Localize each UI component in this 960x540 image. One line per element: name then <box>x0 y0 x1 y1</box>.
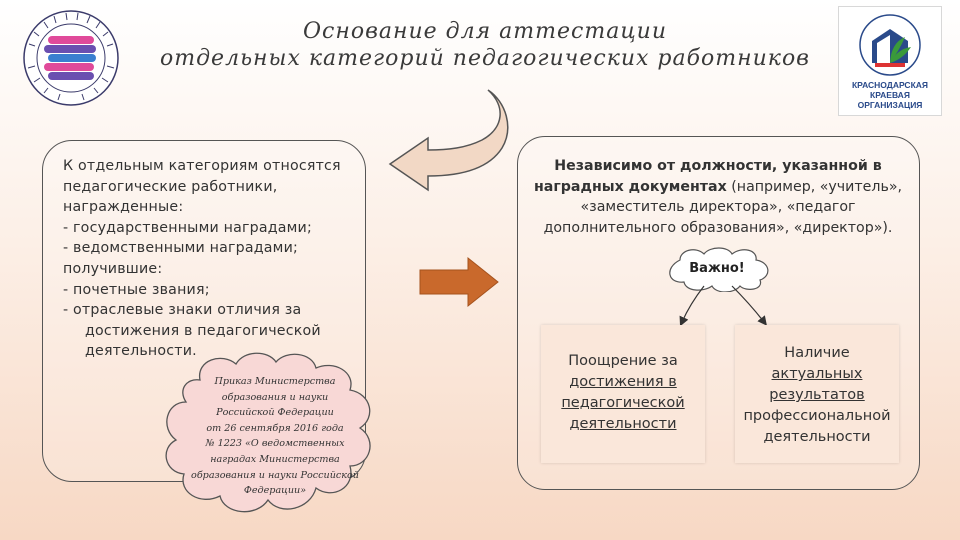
institute-logo <box>10 8 132 108</box>
right-normal-text: (например, «учитель», «заместитель дирек… <box>543 178 903 236</box>
left-line: деятельности. <box>85 343 197 360</box>
cloud-line: наградах Министерства <box>210 453 340 465</box>
cloud-line: № 1223 «О ведомственных <box>205 438 345 450</box>
card-line: педагогической <box>561 395 685 411</box>
card-line: профессиональной <box>743 408 891 424</box>
important-cloud-shape <box>669 247 769 292</box>
cloud-line: образования и науки <box>221 391 329 403</box>
left-box-text: К отдельным категориям относятся педагог… <box>63 156 363 362</box>
cloud-line: от 26 сентября 2016 года <box>206 422 344 434</box>
left-line: получившие: <box>63 260 163 277</box>
left-line: - почетные звания; <box>63 281 210 298</box>
cloud-line: Приказ Министерства <box>214 376 336 387</box>
title-line-1: Основание для аттестации <box>302 19 668 44</box>
left-line: награжденные: <box>63 199 184 216</box>
cloud-line: образования и науки Российской <box>191 469 359 481</box>
union-logo-caption: КРАСНОДАРСКАЯ КРАЕВАЯ ОРГАНИЗАЦИЯ <box>851 80 929 110</box>
cloud-line: Федерации» <box>243 485 307 497</box>
card-line: результатов <box>769 387 865 403</box>
right-box-text: Независимо от должности, указанной в наг… <box>533 156 903 238</box>
results-card: Наличие актуальных результатов профессио… <box>735 325 899 463</box>
left-line: педагогические работники, <box>63 178 278 195</box>
slide-title: Основание для аттестации отдельных катег… <box>160 18 810 72</box>
left-line: - ведомственными наградами; <box>63 240 298 257</box>
left-line: К отдельным категориям относятся <box>63 158 341 174</box>
cloud-line: Российской Федерации <box>216 407 334 419</box>
right-arrow-icon <box>419 256 499 308</box>
card-line: деятельности <box>763 429 871 445</box>
title-line-2: отдельных категорий педагогических работ… <box>160 46 810 71</box>
curved-arrow-icon <box>388 89 509 192</box>
left-line: - отраслевые знаки отличия за <box>63 302 302 319</box>
card-line: Наличие <box>784 345 850 361</box>
card-line: актуальных <box>771 366 863 382</box>
right-bold-text: Независимо от должности, указанной в наг… <box>533 158 882 195</box>
left-line: - государственными наградами; <box>63 219 312 236</box>
card-line: деятельности <box>569 416 677 432</box>
union-logo: КРАСНОДАРСКАЯ КРАЕВАЯ ОРГАНИЗАЦИЯ <box>838 6 942 116</box>
connector-arrows <box>679 285 767 327</box>
left-line: достижения в педагогической <box>85 322 321 339</box>
card-line: достижения в <box>569 374 677 390</box>
cloud-callout-shape <box>165 352 371 513</box>
important-label: Важно! <box>689 261 745 276</box>
card-line: Поощрение за <box>568 353 678 369</box>
cloud-callout-text: Приказ Министерства образования и науки … <box>182 374 368 499</box>
reward-card: Поощрение за достижения в педагогической… <box>541 325 705 463</box>
